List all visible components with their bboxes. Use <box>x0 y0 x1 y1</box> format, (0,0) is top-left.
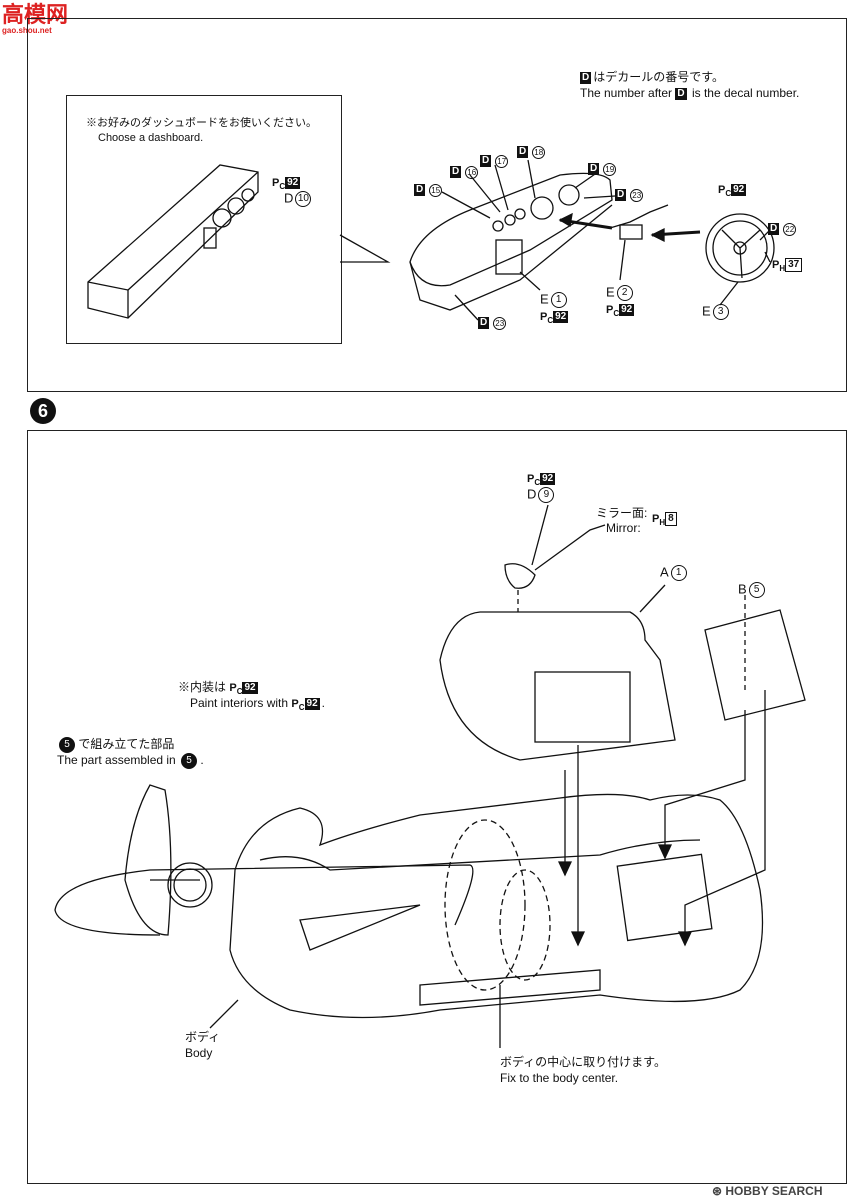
watermark-logo-subtext: gao.shou.net <box>2 26 52 35</box>
upper-panel <box>27 18 847 392</box>
hobbysearch-icon: ⊛ <box>712 1184 726 1198</box>
decal-note-en-post: is the decal number. <box>691 86 800 100</box>
mirror-face-ja: ミラー面: <box>596 506 648 520</box>
dash-note-en: Choose a dashboard. <box>98 132 204 144</box>
watermark-logo-text: 高模网 <box>2 2 69 27</box>
lower-panel <box>27 430 847 1184</box>
body-label-ja: ボディ <box>185 1030 221 1044</box>
assembled-note-en: The part assembled in 5 . <box>57 753 204 769</box>
body-label-en: Body <box>185 1046 213 1060</box>
decal-note-ja-text: はデカールの番号です。 <box>593 70 725 84</box>
inset-panel <box>66 95 342 344</box>
hobbysearch-watermark: ⊛ HOBBY SEARCH <box>712 1184 823 1198</box>
center-note-ja: ボディの中心に取り付けます。 <box>500 1055 666 1069</box>
mirror-face-en: Mirror: <box>606 521 641 535</box>
step-number: 6 <box>30 398 56 424</box>
center-note-en: Fix to the body center. <box>500 1071 619 1085</box>
hobbysearch-text: HOBBY SEARCH <box>725 1184 823 1198</box>
dash-note-ja: ※お好みのダッシュボードをお使いください。 <box>86 117 317 129</box>
decal-note-en: The number after D is the decal number. <box>580 86 799 100</box>
decal-note-en-pre: The number after <box>580 86 673 100</box>
paint-code: 92 <box>285 176 301 189</box>
decal-key-badge-2: D <box>675 87 687 100</box>
watermark-logo: 高模网 gao.shou.net <box>2 2 69 36</box>
decal-key-badge: D <box>580 71 592 84</box>
decal-number: 10 <box>295 191 312 207</box>
assembled-note-ja: 5 で組み立てた部品 <box>57 737 174 753</box>
